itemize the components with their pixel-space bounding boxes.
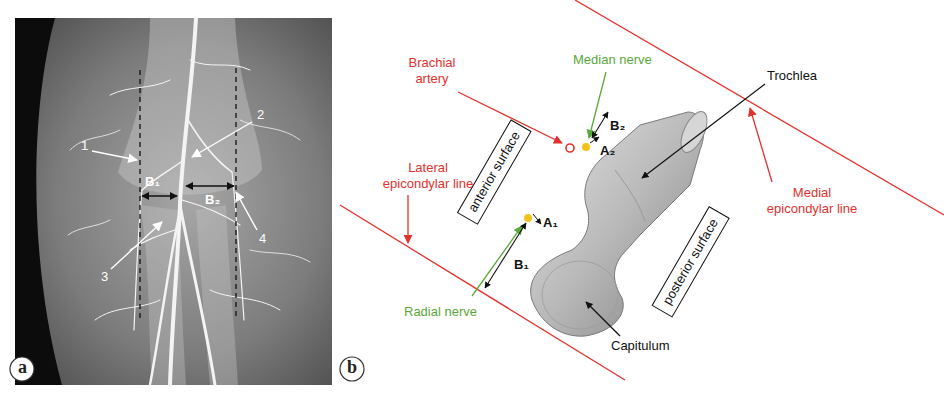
- distance-label: A₂: [600, 143, 615, 159]
- leader-arrow: [192, 122, 252, 157]
- bone-contour: [615, 170, 645, 222]
- radius-shadow: [196, 205, 238, 385]
- panel-badge: [340, 357, 364, 381]
- distance-arrow: [142, 195, 177, 196]
- leader-arrow: [750, 108, 772, 182]
- structure-label: Median nerve: [573, 52, 652, 68]
- structure-label: Brachial artery: [397, 55, 467, 86]
- callout-number: 3: [101, 269, 108, 285]
- dark-region: [15, 18, 62, 385]
- surface-label: anterior surface: [465, 129, 523, 215]
- distance-arrow: [590, 137, 599, 143]
- line-label: Medial epicondylar line: [758, 185, 866, 216]
- line-label: Lateral epicondylar line: [374, 160, 482, 191]
- panel-badge: [10, 357, 34, 381]
- leader-arrow: [111, 222, 162, 269]
- structure-label: Capitulum: [611, 338, 670, 354]
- distance-label: B₁: [514, 257, 529, 273]
- distance-arrow: [592, 112, 608, 138]
- brachial-artery-marker: [566, 144, 574, 152]
- distance-label: B₁: [145, 174, 160, 190]
- callout-number: 1: [81, 138, 88, 154]
- angiogram-image: [10, 18, 332, 385]
- schematic: [340, 0, 944, 381]
- leader-arrow: [407, 195, 408, 243]
- capitulum-contour: [542, 261, 618, 329]
- leader-arrow: [92, 151, 137, 160]
- distance-arrow: [186, 185, 234, 186]
- median-nerve-marker: [582, 143, 590, 151]
- distance-label: B₂: [205, 192, 220, 208]
- surface-label: posterior surface: [659, 216, 720, 307]
- surface-box: anterior surface: [457, 119, 532, 225]
- distance-label: B₂: [610, 118, 625, 134]
- distance-label: A₁: [543, 215, 558, 231]
- leader-arrow: [236, 192, 257, 230]
- distance-arrow: [533, 214, 541, 224]
- trochlea-end: [676, 108, 713, 156]
- structure-label: Radial nerve: [404, 304, 477, 320]
- callout-number: 4: [259, 231, 266, 247]
- leader-arrow: [642, 84, 765, 178]
- surface-box: posterior surface: [651, 206, 729, 317]
- leader-arrow: [586, 302, 620, 336]
- distance-arrow: [485, 223, 526, 288]
- panel-letter: a: [18, 357, 27, 379]
- callout-number: 2: [257, 107, 264, 123]
- dashed-reference-line: [139, 70, 140, 318]
- structure-label: Trochlea: [767, 68, 817, 84]
- xray-background: [15, 18, 332, 385]
- radial-nerve-marker: [524, 214, 532, 222]
- panel-letter: b: [347, 357, 357, 379]
- vessels: [68, 18, 310, 385]
